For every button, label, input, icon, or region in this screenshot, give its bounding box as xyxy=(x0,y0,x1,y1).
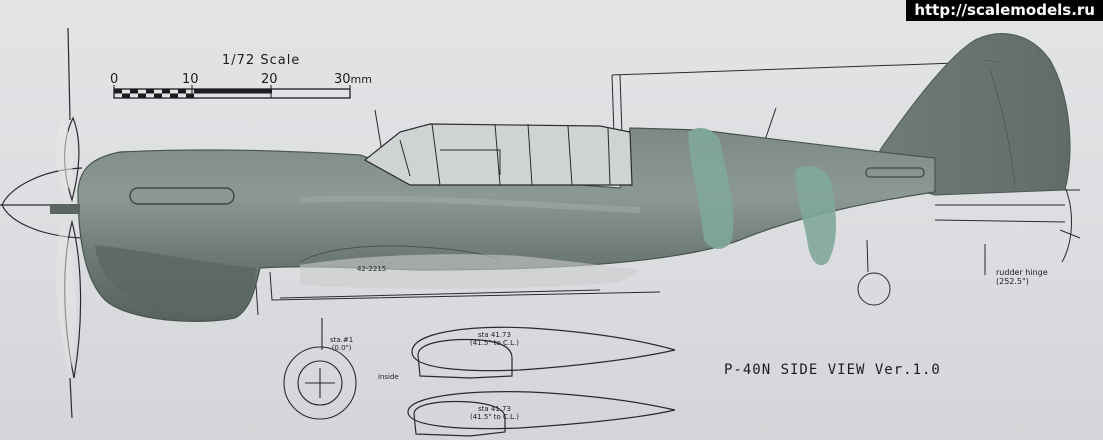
scale-tick-0: 0 xyxy=(110,72,119,87)
wheel-cross-section xyxy=(283,318,357,420)
tape-patch-1 xyxy=(688,127,734,249)
station-label: sta.#1 (0.0") xyxy=(330,336,354,352)
scale-bar xyxy=(113,85,351,99)
tape-patch-2 xyxy=(795,165,836,266)
scale-tick-10: 10 xyxy=(182,72,199,87)
section-label-lower: sta 41.73 (41.5" to C.L.) xyxy=(470,405,519,421)
tail-fin xyxy=(879,33,1071,196)
exhaust-stack-panel xyxy=(129,187,235,205)
scale-title: 1/72 Scale xyxy=(222,53,301,68)
scale-tick-20: 20 xyxy=(261,72,278,87)
landing-gear-outline xyxy=(254,239,891,316)
section-label-upper: sta 41.73 (41.5" to C.L.) xyxy=(470,331,519,347)
rudder-hinge-label: rudder hinge (252.5") xyxy=(996,268,1048,286)
inside-label: inside xyxy=(378,373,399,381)
airfoil-sections xyxy=(407,326,676,437)
canopy xyxy=(363,123,633,186)
drawing-title: P-40N SIDE VIEW Ver.1.0 xyxy=(724,362,941,378)
serial-marking: 42-2215 xyxy=(357,265,386,273)
watermark: http://scalemodels.ru xyxy=(906,0,1103,21)
scale-tick-30: 30mm xyxy=(334,72,372,87)
